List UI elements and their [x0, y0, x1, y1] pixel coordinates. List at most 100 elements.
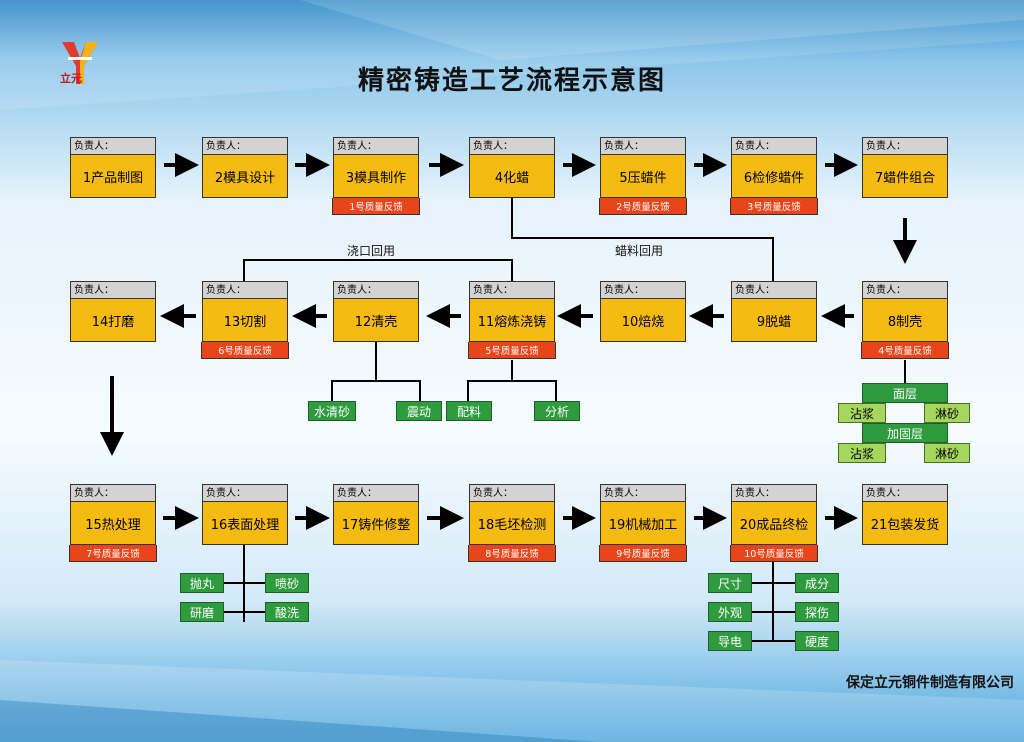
- surface-shot-blast: 抛丸: [180, 573, 224, 593]
- logo-text: 立元: [60, 72, 82, 85]
- step-label: 5压蜡件: [600, 154, 686, 198]
- inspect-composition: 成分: [795, 573, 839, 593]
- step-label: 13切割: [202, 298, 288, 342]
- company-name: 保定立元铜件制造有限公司: [846, 675, 1014, 691]
- step-17: 负责人： 17铸件修整: [333, 484, 419, 545]
- step-label: 9脱蜡: [731, 298, 817, 342]
- inspect-conductivity: 导电: [708, 631, 752, 651]
- responsible-label: 负责人：: [333, 484, 419, 501]
- responsible-label: 负责人：: [862, 137, 948, 154]
- step-label: 18毛坯检测: [469, 501, 555, 545]
- quality-feedback-badge: 9号质量反馈: [599, 545, 687, 562]
- step-label: 14打磨: [70, 298, 156, 342]
- responsible-label: 负责人：: [600, 137, 686, 154]
- step-label: 1产品制图: [70, 154, 156, 198]
- step-label: 7蜡件组合: [862, 154, 948, 198]
- step-16: 负责人： 16表面处理: [202, 484, 288, 545]
- responsible-label: 负责人：: [70, 281, 156, 298]
- step-label: 11熔炼浇铸: [469, 298, 555, 342]
- responsible-label: 负责人：: [731, 484, 817, 501]
- step-7: 负责人： 7蜡件组合: [862, 137, 948, 198]
- step-14: 负责人： 14打磨: [70, 281, 156, 342]
- sprue-recycle-label: 浇口回用: [347, 244, 396, 258]
- step-21: 负责人： 21包装发货: [862, 484, 948, 545]
- shell-face-layer: 面层: [862, 383, 948, 403]
- responsible-label: 负责人：: [202, 137, 288, 154]
- quality-feedback-badge: 2号质量反馈: [599, 198, 687, 215]
- step-label: 15热处理: [70, 501, 156, 545]
- step-18: 负责人： 18毛坯检测 8号质量反馈: [468, 484, 556, 562]
- inspect-flaw-detection: 探伤: [795, 602, 839, 622]
- inspect-hardness: 硬度: [795, 631, 839, 651]
- quality-feedback-badge: 5号质量反馈: [468, 342, 556, 359]
- responsible-label: 负责人：: [731, 281, 817, 298]
- quality-feedback-badge: 3号质量反馈: [730, 198, 818, 215]
- responsible-label: 负责人：: [862, 484, 948, 501]
- responsible-label: 负责人：: [600, 281, 686, 298]
- surface-grinding: 研磨: [180, 602, 224, 622]
- quality-feedback-badge: 8号质量反馈: [468, 545, 556, 562]
- step-label: 4化蜡: [469, 154, 555, 198]
- shell-sand-1: 淋砂: [924, 403, 970, 423]
- clean-water-sand: 水清砂: [308, 401, 356, 421]
- step-20: 负责人： 20成品终检 10号质量反馈: [730, 484, 818, 562]
- step-label: 21包装发货: [862, 501, 948, 545]
- surface-pickling: 酸洗: [265, 602, 309, 622]
- step-4: 负责人： 4化蜡: [469, 137, 555, 198]
- step-15: 负责人： 15热处理 7号质量反馈: [69, 484, 157, 562]
- step-2: 负责人： 2模具设计: [202, 137, 288, 198]
- company-logo: [60, 40, 100, 86]
- inspect-appearance: 外观: [708, 602, 752, 622]
- responsible-label: 负责人：: [333, 137, 419, 154]
- responsible-label: 负责人：: [70, 484, 156, 501]
- clean-vibrate: 震动: [396, 401, 442, 421]
- step-label: 8制壳: [862, 298, 948, 342]
- shell-reinforce-layer: 加固层: [862, 423, 948, 443]
- step-3: 负责人： 3模具制作 1号质量反馈: [332, 137, 420, 215]
- step-11: 负责人： 11熔炼浇铸 5号质量反馈: [468, 281, 556, 359]
- melt-analysis: 分析: [534, 401, 580, 421]
- step-10: 负责人： 10焙烧: [600, 281, 686, 342]
- responsible-label: 负责人：: [469, 137, 555, 154]
- responsible-label: 负责人：: [600, 484, 686, 501]
- step-9: 负责人： 9脱蜡: [731, 281, 817, 342]
- step-6: 负责人： 6检修蜡件 3号质量反馈: [730, 137, 818, 215]
- responsible-label: 负责人：: [469, 281, 555, 298]
- shell-dip-2: 沾浆: [838, 443, 886, 463]
- shell-sand-2: 淋砂: [924, 443, 970, 463]
- surface-sand-blast: 喷砂: [265, 573, 309, 593]
- step-8: 负责人： 8制壳 4号质量反馈: [861, 281, 949, 359]
- quality-feedback-badge: 10号质量反馈: [730, 545, 818, 562]
- step-19: 负责人： 19机械加工 9号质量反馈: [599, 484, 687, 562]
- step-label: 16表面处理: [202, 501, 288, 545]
- responsible-label: 负责人：: [469, 484, 555, 501]
- shell-dip-1: 沾浆: [838, 403, 886, 423]
- step-label: 3模具制作: [333, 154, 419, 198]
- responsible-label: 负责人：: [202, 281, 288, 298]
- wax-recycle-label: 蜡料回用: [615, 244, 664, 258]
- step-label: 2模具设计: [202, 154, 288, 198]
- step-1: 负责人： 1产品制图: [70, 137, 156, 198]
- step-label: 19机械加工: [600, 501, 686, 545]
- step-label: 20成品终检: [731, 501, 817, 545]
- quality-feedback-badge: 6号质量反馈: [201, 342, 289, 359]
- step-12: 负责人： 12清壳: [333, 281, 419, 342]
- quality-feedback-badge: 7号质量反馈: [69, 545, 157, 562]
- quality-feedback-badge: 1号质量反馈: [332, 198, 420, 215]
- melt-batching: 配料: [446, 401, 492, 421]
- responsible-label: 负责人：: [202, 484, 288, 501]
- step-label: 10焙烧: [600, 298, 686, 342]
- step-label: 12清壳: [333, 298, 419, 342]
- step-label: 6检修蜡件: [731, 154, 817, 198]
- page-title: 精密铸造工艺流程示意图: [357, 66, 666, 96]
- responsible-label: 负责人：: [731, 137, 817, 154]
- responsible-label: 负责人：: [70, 137, 156, 154]
- inspect-size: 尺寸: [708, 573, 752, 593]
- responsible-label: 负责人：: [333, 281, 419, 298]
- quality-feedback-badge: 4号质量反馈: [861, 342, 949, 359]
- step-13: 负责人： 13切割 6号质量反馈: [201, 281, 289, 359]
- step-label: 17铸件修整: [333, 501, 419, 545]
- responsible-label: 负责人：: [862, 281, 948, 298]
